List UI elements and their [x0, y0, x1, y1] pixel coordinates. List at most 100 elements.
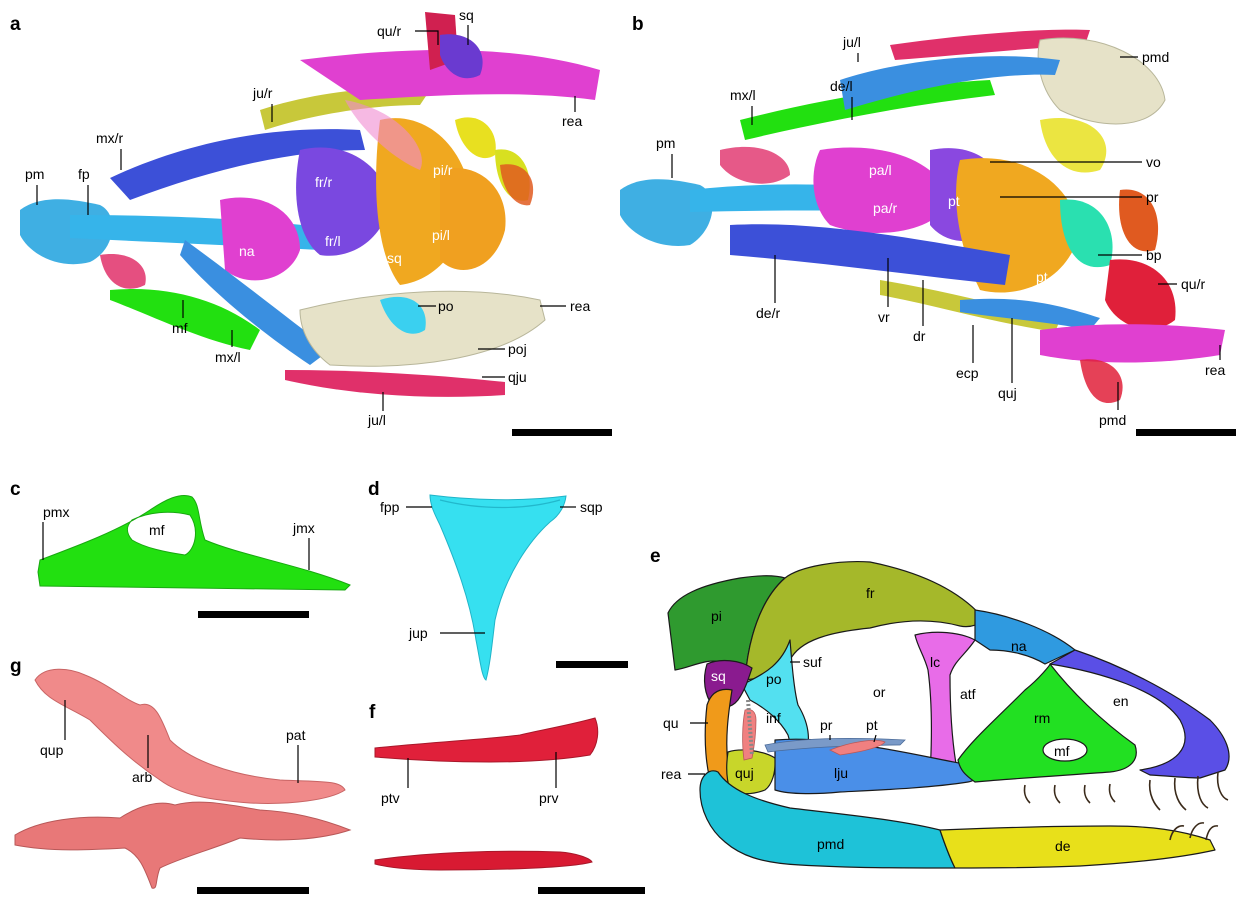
label-prv: prv — [539, 790, 558, 806]
label-lju: lju — [834, 765, 848, 781]
label-qu-r: qu/r — [377, 23, 401, 39]
scale-bar-b — [1136, 429, 1236, 436]
label-bp: bp — [1146, 247, 1162, 263]
label-arb: arb — [132, 769, 152, 785]
label-de-l: de/l — [830, 78, 853, 94]
label-pi-r: pi/r — [433, 162, 453, 178]
label-de-e: de — [1055, 838, 1071, 854]
label-atf: atf — [960, 686, 976, 702]
label-mx-r: mx/r — [96, 130, 124, 146]
panel-d: d fpp sqp jup — [368, 479, 628, 680]
label-fr-r: fr/r — [315, 174, 332, 190]
panel-d-letter: d — [368, 479, 380, 500]
label-pi-e: pi — [711, 608, 722, 624]
label-fpp: fpp — [380, 499, 400, 515]
label-suf: suf — [803, 654, 822, 670]
label-mx-l-a: mx/l — [215, 349, 241, 365]
label-na-e: na — [1011, 638, 1027, 654]
label-de-r: de/r — [756, 305, 780, 321]
label-vr: vr — [878, 309, 890, 325]
label-pmd-e: pmd — [817, 836, 844, 852]
panel-b: b ju/l pmd de/l mx/l — [620, 14, 1236, 436]
label-po-a: po — [438, 298, 454, 314]
bone-de — [940, 826, 1215, 868]
scale-bar-d — [556, 661, 628, 668]
panel-b-specimen — [620, 30, 1225, 403]
label-po-e: po — [766, 671, 782, 687]
bone-na — [975, 610, 1075, 664]
label-rea-a1: rea — [562, 113, 582, 129]
teeth-upper — [1024, 772, 1228, 810]
panel-c-letter: c — [10, 479, 21, 500]
label-pt-b2: pt — [1036, 269, 1048, 285]
label-pmd-b2: pmd — [1099, 412, 1126, 428]
label-quj: quj — [998, 385, 1017, 401]
label-quj-e: quj — [735, 765, 754, 781]
label-pt-b1: pt — [948, 193, 960, 209]
label-en: en — [1113, 693, 1129, 709]
label-poj: poj — [508, 341, 527, 357]
label-pt-e: pt — [866, 717, 878, 733]
label-dr: dr — [913, 328, 926, 344]
label-qu-e: qu — [663, 715, 679, 731]
label-fr-l: fr/l — [325, 233, 341, 249]
label-lc-e: lc — [930, 654, 940, 670]
label-mf-e: mf — [1054, 743, 1070, 759]
label-qju: qju — [508, 369, 527, 385]
label-mx-l-b: mx/l — [730, 87, 756, 103]
label-jup: jup — [408, 625, 428, 641]
scale-bar-c — [198, 611, 309, 618]
panel-f: f ptv prv — [369, 702, 645, 894]
label-ptv: ptv — [381, 790, 400, 806]
label-pa-r: pa/r — [873, 200, 897, 216]
panel-g: g qup pat arb — [10, 656, 350, 894]
panel-g-letter: g — [10, 656, 22, 677]
label-mf-a: mf — [172, 320, 188, 336]
panel-a-letter: a — [10, 14, 21, 35]
label-sq-a2: sq — [387, 250, 402, 266]
label-mf-c: mf — [149, 522, 165, 538]
pterygoid-red-lower — [375, 851, 592, 870]
panel-a-specimen — [20, 12, 600, 397]
panel-e-letter: e — [650, 546, 661, 567]
scale-bar-a — [512, 429, 612, 436]
label-rm: rm — [1034, 710, 1050, 726]
label-sqp: sqp — [580, 499, 603, 515]
label-pa-l: pa/l — [869, 162, 892, 178]
label-pr-b: pr — [1146, 189, 1159, 205]
scale-bar-f — [538, 887, 645, 894]
panel-a: a qu/r sq ju/r — [10, 7, 612, 436]
panel-f-letter: f — [369, 702, 376, 723]
label-or: or — [873, 684, 886, 700]
label-sq-a1: sq — [459, 7, 474, 23]
label-pr-e: pr — [820, 717, 833, 733]
label-pi-l: pi/l — [432, 227, 450, 243]
label-ecp: ecp — [956, 365, 979, 381]
label-qu-r-b: qu/r — [1181, 276, 1205, 292]
label-ju-l-b: ju/l — [842, 34, 861, 50]
label-vo: vo — [1146, 154, 1161, 170]
label-sq-e: sq — [711, 668, 726, 684]
maxilla-bone — [38, 495, 350, 590]
panel-b-letter: b — [632, 14, 644, 35]
label-rea-b: rea — [1205, 362, 1225, 378]
label-pmx: pmx — [43, 504, 69, 520]
label-na-a: na — [239, 243, 255, 259]
label-qup: qup — [40, 742, 64, 758]
pterygoid-red-upper — [375, 718, 598, 762]
panel-c: c pmx jmx mf — [10, 479, 350, 618]
panel-e: e — [650, 546, 1229, 868]
pterygoid-bone-lower — [15, 802, 350, 888]
scale-bar-g — [197, 887, 309, 894]
label-jmx: jmx — [292, 520, 315, 536]
label-rea-e: rea — [661, 766, 681, 782]
label-pm-a: pm — [25, 166, 44, 182]
label-ju-r: ju/r — [252, 85, 273, 101]
label-ju-l-a: ju/l — [367, 412, 386, 428]
label-rea-a2: rea — [570, 298, 590, 314]
label-inf: inf — [766, 710, 781, 726]
label-pat: pat — [286, 727, 306, 743]
postorbital-bone — [430, 495, 566, 680]
label-fp: fp — [78, 166, 90, 182]
